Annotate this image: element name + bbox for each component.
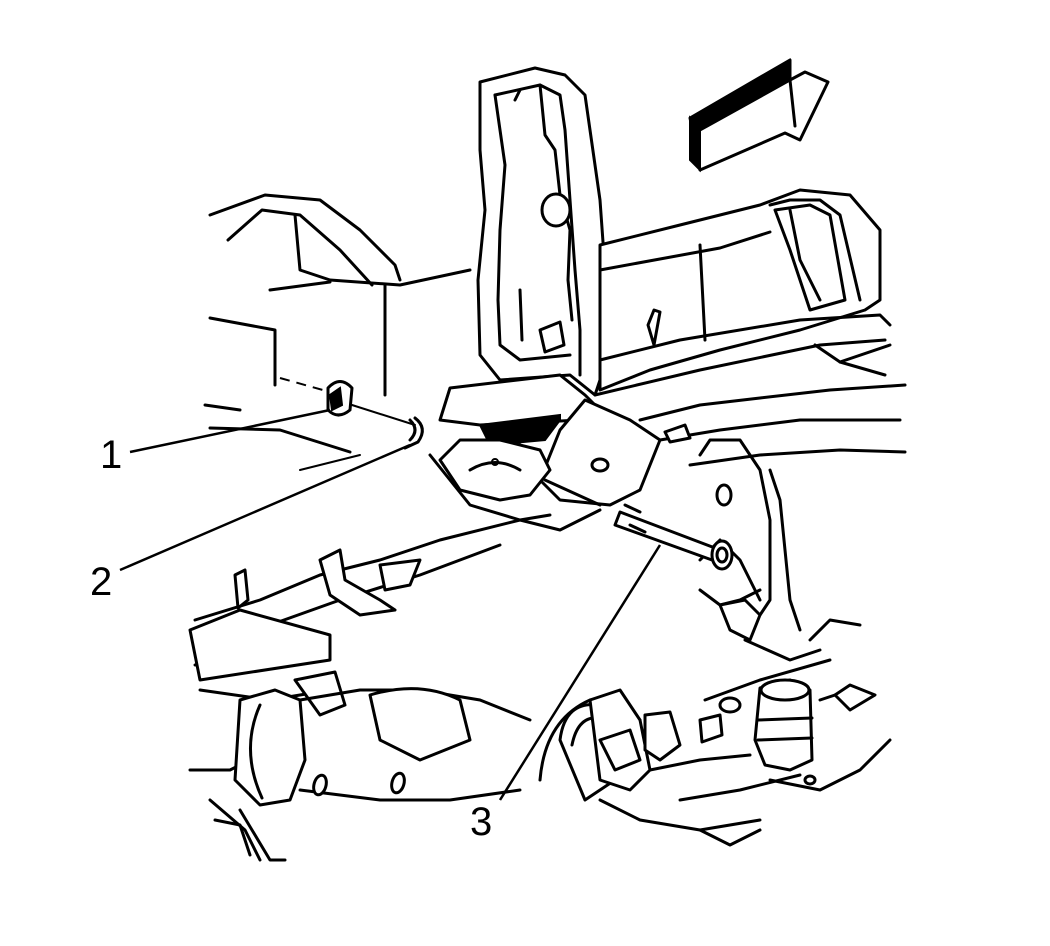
callout-1-label: 1 (100, 433, 122, 477)
part-1-bushing (326, 380, 416, 426)
axle-beam (593, 188, 892, 397)
assembly-centerline (279, 377, 331, 393)
part-2-retainer (403, 416, 424, 450)
lower-right-axle (538, 618, 892, 847)
callout-2-label: 2 (90, 560, 112, 604)
spring-seat-plate (438, 373, 662, 507)
shackle-bolt (613, 503, 734, 571)
callout-1-leader (129, 408, 331, 454)
callout-2-leader (119, 443, 411, 572)
lower-left-spring (188, 518, 522, 702)
lower-left-axle (188, 670, 532, 862)
spring-eye (428, 438, 602, 532)
right-frame-rail (638, 383, 907, 662)
left-frame-structure (203, 193, 472, 471)
forward-direction-arrow-icon (688, 58, 830, 173)
upright-bracket (476, 66, 607, 397)
callout-3-leader (498, 544, 662, 801)
callout-3-label: 3 (470, 800, 492, 844)
